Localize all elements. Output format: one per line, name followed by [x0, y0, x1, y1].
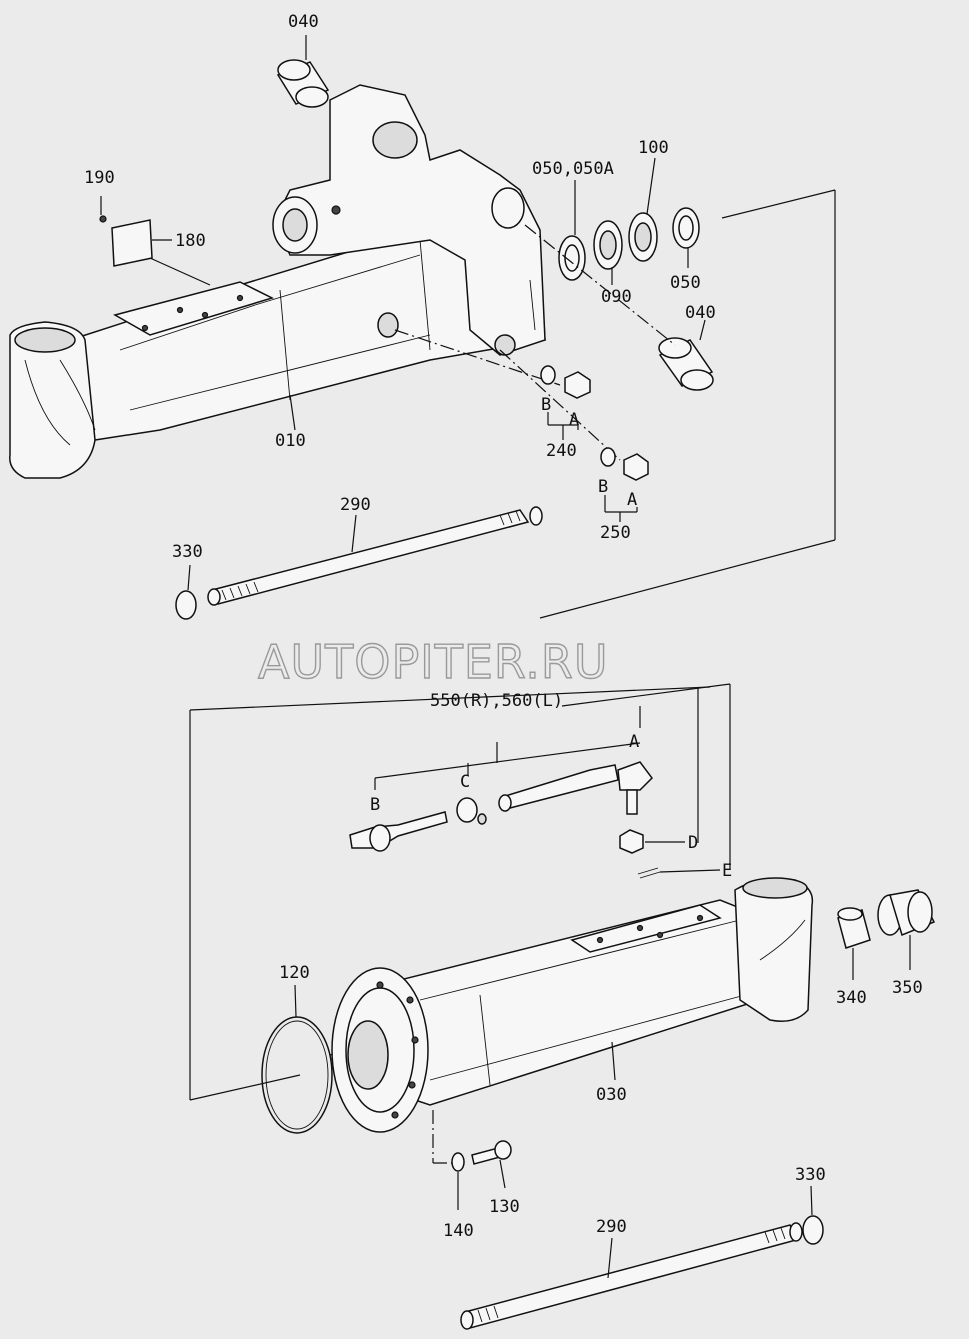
- label-290-top: 290: [340, 495, 371, 515]
- o-ring-330-bottom: [802, 1215, 824, 1245]
- axle-shaft-290-top: [207, 506, 543, 606]
- label-040-right: 040: [685, 303, 716, 323]
- axle-shaft-290-bottom: [460, 1222, 803, 1330]
- label-tie-A: A: [629, 732, 639, 752]
- label-100: 100: [638, 138, 669, 158]
- label-130: 130: [489, 1197, 520, 1217]
- axle-housing-030: [331, 877, 814, 1133]
- label-250-B: B: [598, 477, 608, 497]
- bolt-130: [471, 1140, 512, 1165]
- tie-rod-end-A: [498, 761, 653, 815]
- plug-250: [600, 447, 649, 481]
- cotter-pin-E: [637, 867, 661, 879]
- label-tie-C: C: [460, 772, 470, 792]
- o-ring-330-top: [175, 590, 197, 620]
- plate-180: [99, 215, 153, 267]
- inner-tie-rod-B: [349, 811, 448, 852]
- label-240-A: A: [569, 410, 579, 430]
- label-030: 030: [596, 1085, 627, 1105]
- label-010: 010: [275, 431, 306, 451]
- axle-housing-010: [9, 84, 546, 479]
- label-330-top: 330: [172, 542, 203, 562]
- label-250: 250: [600, 523, 631, 543]
- washer-050: [672, 207, 700, 249]
- bushing-340: [837, 907, 871, 949]
- label-050-050A: 050,050A: [532, 159, 614, 179]
- bearing-100: [628, 212, 658, 262]
- clamp-C: [456, 797, 487, 825]
- bearing-090: [593, 220, 623, 270]
- label-550-560: 550(R),560(L): [430, 691, 563, 711]
- label-250-A: A: [627, 490, 637, 510]
- label-290-bottom: 290: [596, 1217, 627, 1237]
- plug-240: [540, 365, 591, 399]
- label-340: 340: [836, 988, 867, 1008]
- label-330-bottom: 330: [795, 1165, 826, 1185]
- bushing-350: [877, 889, 936, 937]
- label-040-top: 040: [288, 12, 319, 32]
- washer-050A: [558, 235, 586, 281]
- washer-140: [451, 1152, 465, 1172]
- bushing-040-top: [276, 59, 330, 108]
- label-120: 120: [279, 963, 310, 983]
- label-240-B: B: [541, 395, 551, 415]
- label-180: 180: [175, 231, 206, 251]
- label-240: 240: [546, 441, 577, 461]
- nut-D: [619, 829, 644, 854]
- label-350: 350: [892, 978, 923, 998]
- label-tie-D: D: [688, 833, 698, 853]
- label-tie-B: B: [370, 795, 380, 815]
- label-140: 140: [443, 1221, 474, 1241]
- watermark: AUTOPITER.RU: [258, 635, 609, 689]
- label-tie-E: E: [722, 861, 732, 881]
- label-050: 050: [670, 273, 701, 293]
- label-190: 190: [84, 168, 115, 188]
- o-ring-120: [261, 1016, 333, 1134]
- bushing-040-right: [658, 337, 714, 391]
